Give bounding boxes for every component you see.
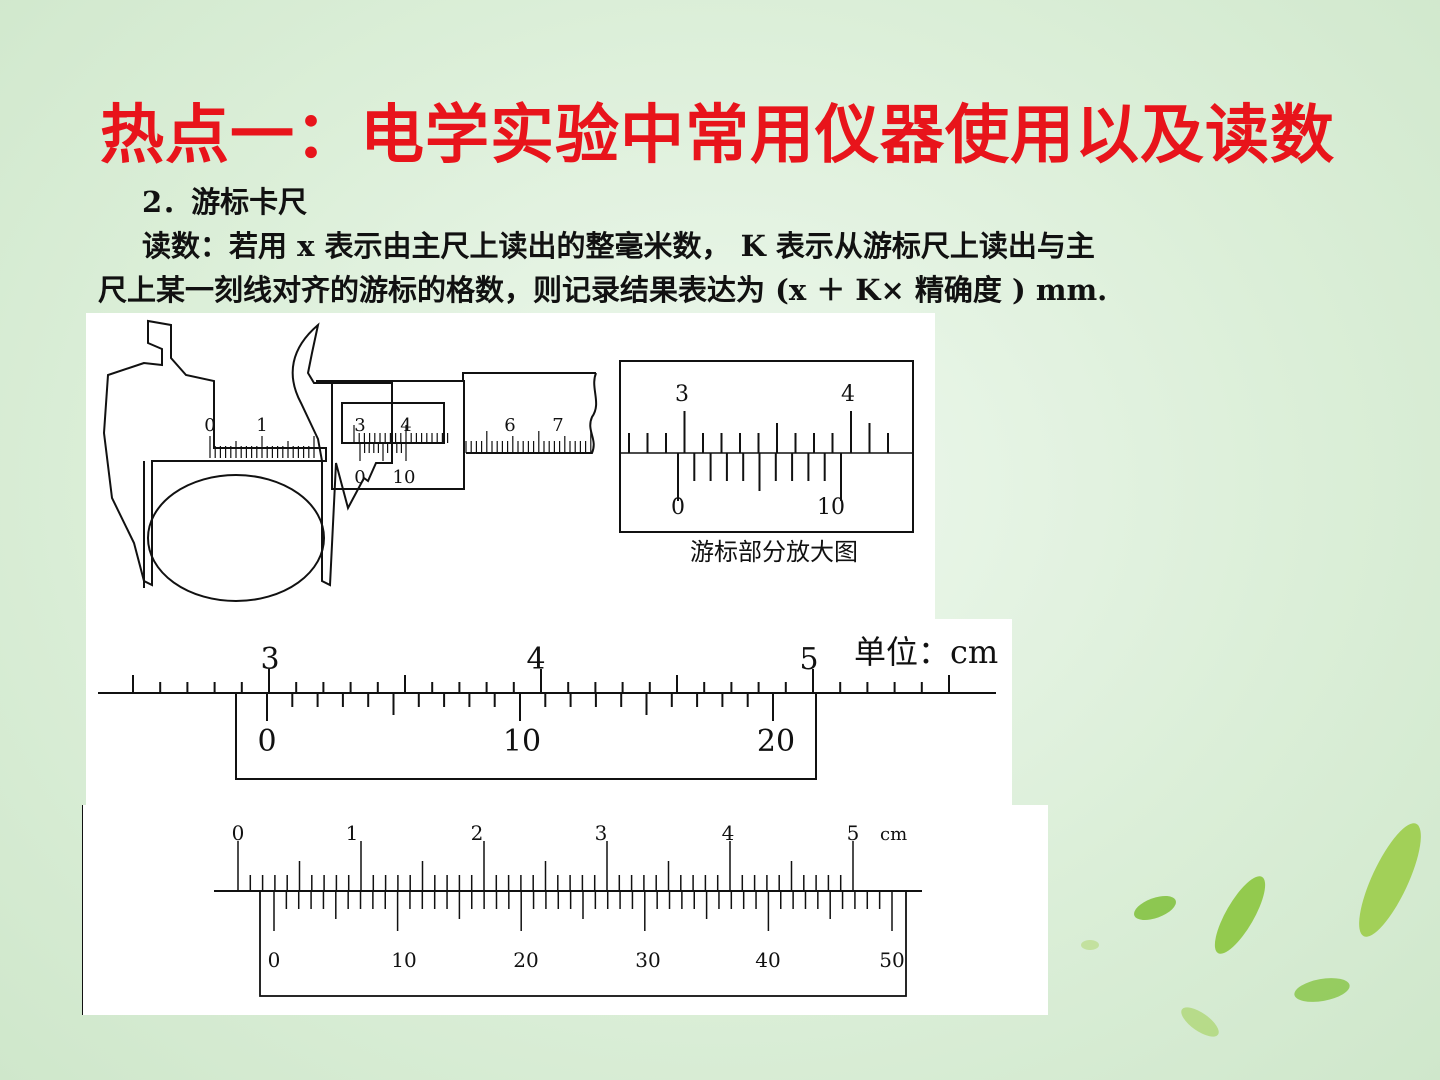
v50-main-label-2: 2 [471, 821, 484, 845]
caliper-main-scale-ticks [209, 436, 315, 458]
caliper-right-jaw [291, 322, 393, 587]
v20-main-label-3: 3 [260, 642, 279, 677]
vernier-50-panel: 0 1 2 3 4 5 cm 0 10 20 30 40 50 [81, 805, 1048, 1015]
vernier-20-figure: 3 4 5 单位：cm 0 10 20 [98, 633, 998, 780]
body-text: 2．游标卡尺 读数：若用 x 表示由主尺上读出的整毫米数， K 表示从游标尺上读… [98, 180, 1328, 312]
v20-vernier-label-0: 0 [257, 724, 276, 759]
caliper-window-ticks [353, 425, 449, 461]
v50-vernier-label-40: 40 [755, 948, 780, 972]
reading-rule-line-1: 读数：若用 x 表示由主尺上读出的整毫米数， K 表示从游标尺上读出与主 [142, 229, 1095, 263]
zoom-caption: 游标部分放大图 [690, 538, 858, 566]
v20-main-label-5: 5 [799, 642, 818, 677]
caliper-main-label-1: 1 [256, 415, 267, 436]
v50-unit: cm [880, 824, 907, 845]
caliper-main-label-6: 6 [504, 415, 515, 436]
vernier-20-panel: 3 4 5 单位：cm 0 10 20 [86, 619, 1012, 805]
caliper-window-label-4: 4 [400, 415, 411, 436]
leaf-icon [1181, 1007, 1219, 1037]
leaf-icon [1294, 978, 1350, 1002]
v20-main-label-4: 4 [526, 642, 545, 677]
zoom-main-label-4: 4 [841, 382, 855, 407]
caliper-main-label-7: 7 [552, 415, 563, 436]
v50-main-label-1: 1 [346, 821, 359, 845]
v50-vernier-label-50: 50 [879, 948, 904, 972]
v20-unit: 单位：cm [854, 633, 998, 671]
v20-vernier-label-10: 10 [503, 724, 541, 759]
zoom-ticks [628, 411, 889, 501]
vernier-50-main-ticks [237, 841, 854, 891]
vernier-50-vernier-ticks [273, 891, 893, 931]
v50-vernier-label-30: 30 [635, 948, 660, 972]
v50-vernier-label-20: 20 [513, 948, 538, 972]
zoom-vernier-label-10: 10 [817, 495, 845, 520]
measured-object [147, 474, 325, 602]
vernier-20-slider [235, 692, 817, 780]
v50-vernier-label-10: 10 [391, 948, 416, 972]
v20-vernier-label-20: 20 [757, 724, 795, 759]
vernier-50-figure: 0 1 2 3 4 5 cm 0 10 20 30 40 50 [81, 805, 922, 1015]
v50-main-label-3: 3 [595, 821, 608, 845]
zoom-box [619, 360, 914, 533]
caliper-window-label-3: 3 [354, 415, 365, 436]
reading-rule-line-2: 尺上某一刻线对齐的游标的格数，则记录结果表达为 (x ＋ K× 精确度 ) mm… [98, 273, 1108, 307]
vernier-20-vernier-ticks [266, 693, 774, 721]
caliper-figure-panel: 0 1 3 4 0 10 6 7 3 4 0 10 游标部分放大图 [86, 313, 935, 623]
v50-main-label-4: 4 [722, 821, 735, 845]
v50-main-label-0: 0 [232, 821, 245, 845]
zoom-main-label-3: 3 [675, 382, 689, 407]
caliper-main-label-0: 0 [204, 415, 215, 436]
v50-vernier-label-0: 0 [268, 948, 281, 972]
leaf-icon [1214, 876, 1266, 954]
leaf-icon [1359, 823, 1421, 937]
caliper-right-ticks [465, 431, 592, 453]
caliper-vernier-label-0: 0 [354, 467, 365, 488]
zoom-vernier-label-0: 0 [671, 495, 685, 520]
section-heading: 2．游标卡尺 [142, 185, 308, 219]
leaf-icon [1134, 895, 1176, 921]
caliper-left-jaw [102, 319, 327, 587]
slide-title: 热点一：电学实验中常用仪器使用以及读数 [100, 99, 1335, 173]
vernier-20-main-ticks [132, 669, 950, 693]
caliper-vernier-label-10: 10 [393, 467, 416, 488]
caliper-figure: 0 1 3 4 0 10 6 7 3 4 0 10 游标部分放大图 [102, 319, 914, 602]
leaf-decoration [1081, 823, 1421, 1037]
leaf-icon [1081, 940, 1099, 950]
v50-main-label-5: 5 [847, 821, 860, 845]
